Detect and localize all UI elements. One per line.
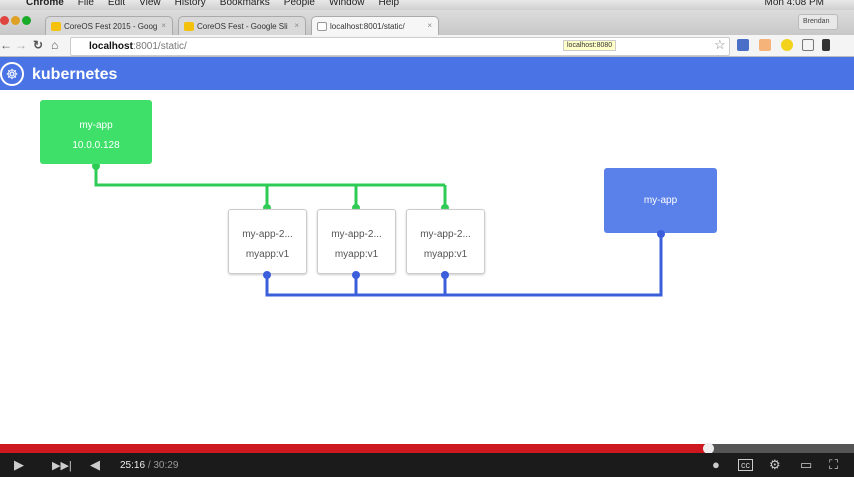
rc-port-dot	[92, 162, 100, 170]
reload-icon[interactable]: ↻	[33, 38, 44, 52]
menu-help[interactable]: Help	[378, 0, 400, 8]
play-icon[interactable]: ▶	[14, 457, 24, 472]
duration: / 30:29	[147, 460, 179, 471]
rc-name: my-app	[79, 120, 113, 131]
rc-ip: 10.0.0.128	[72, 140, 120, 151]
pod-node[interactable]: my-app-2... myapp:v1	[317, 209, 396, 274]
clock: Mon 4:08 PM	[764, 0, 824, 8]
pod-node[interactable]: my-app-2... myapp:v1	[406, 209, 485, 274]
mac-menu-bar: Chrome File Edit View History Bookmarks …	[0, 0, 854, 10]
back-icon[interactable]: ←	[0, 38, 12, 52]
video-progress-bar[interactable]	[0, 443, 854, 454]
tab-coreos-fest-2015[interactable]: CoreOS Fest 2015 - Goog×	[45, 16, 173, 35]
watch-later-icon[interactable]: ●	[712, 457, 720, 472]
tab-coreos-fest-slides[interactable]: CoreOS Fest - Google Sli×	[178, 16, 306, 35]
profile-button[interactable]: Brendan	[798, 14, 838, 30]
captions-icon[interactable]: cc	[738, 459, 753, 471]
progress-fill	[0, 444, 708, 453]
menu-view[interactable]: View	[139, 0, 161, 8]
slides-icon	[51, 22, 61, 31]
pod-name: my-app-2...	[242, 229, 293, 240]
slides-icon	[184, 22, 194, 31]
menu-edit[interactable]: Edit	[107, 0, 126, 8]
next-icon[interactable]: ▶▶|	[52, 460, 72, 472]
menu-people[interactable]: People	[283, 0, 315, 8]
pod-name: my-app-2...	[331, 229, 382, 240]
menu-bookmarks[interactable]: Bookmarks	[219, 0, 270, 8]
app-header: ☸ kubernetes	[0, 57, 854, 90]
link-tooltip: localhost:8080	[563, 40, 617, 51]
page-icon	[317, 22, 327, 31]
wrench-icon[interactable]	[822, 39, 830, 51]
service-name: my-app	[643, 195, 678, 206]
close-tab-icon[interactable]: ×	[294, 21, 299, 30]
scrubber-handle[interactable]	[702, 443, 714, 454]
extension-grid-icon[interactable]	[737, 39, 749, 51]
fullscreen-icon[interactable]: ⛶	[829, 457, 839, 472]
forward-icon[interactable]: →	[15, 38, 27, 52]
pod-name: my-app-2...	[420, 229, 471, 240]
close-window-button[interactable]	[0, 16, 9, 25]
kubernetes-logo-icon: ☸	[0, 62, 24, 86]
menu-window[interactable]: Window	[328, 0, 365, 8]
video-controls: ▶ ▶▶| ◀ 25:16 / 30:29 ● cc ⚙ ▭ ⛶	[0, 453, 854, 477]
volume-icon[interactable]: ◀	[90, 457, 100, 472]
current-time: 25:16	[120, 460, 146, 471]
theater-mode-icon[interactable]: ▭	[800, 457, 813, 472]
app-title: kubernetes	[32, 66, 118, 83]
service-node[interactable]: my-app	[604, 168, 717, 233]
close-tab-icon[interactable]: ×	[427, 21, 432, 30]
bookmark-star-icon[interactable]: ☆	[714, 37, 726, 52]
minimize-window-button[interactable]	[11, 16, 20, 25]
cast-icon[interactable]	[802, 39, 814, 51]
extension-calendar-icon[interactable]	[759, 39, 771, 51]
replication-controller-node[interactable]: my-app 10.0.0.128	[40, 100, 152, 164]
rc-connections	[94, 166, 447, 208]
pod-label: myapp:v1	[423, 249, 468, 260]
pod-label: myapp:v1	[245, 249, 290, 260]
tab-localhost[interactable]: localhost:8001/static/×	[311, 16, 439, 35]
extension-yellow-icon[interactable]	[781, 39, 793, 51]
home-icon[interactable]: ⌂	[51, 38, 59, 52]
zoom-window-button[interactable]	[22, 16, 31, 25]
menu-file[interactable]: File	[77, 0, 94, 8]
pod-node[interactable]: my-app-2... myapp:v1	[228, 209, 307, 274]
settings-gear-icon[interactable]: ⚙	[769, 457, 781, 472]
close-tab-icon[interactable]: ×	[161, 21, 166, 30]
pod-label: myapp:v1	[334, 249, 379, 260]
menu-chrome[interactable]: Chrome	[26, 0, 64, 8]
menu-history[interactable]: History	[174, 0, 206, 8]
